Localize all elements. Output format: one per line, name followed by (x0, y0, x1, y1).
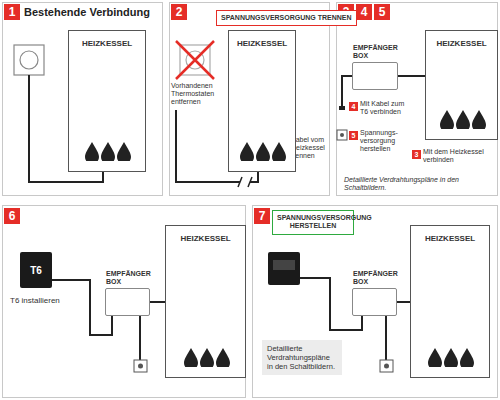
step-number: 1 (4, 4, 20, 20)
flame-icon (426, 345, 474, 367)
step-number: 4 (356, 4, 372, 20)
flame (184, 348, 198, 367)
flame (101, 142, 115, 161)
node-text: SPANNUNGSVERSORGUNG HERSTELLEN (277, 214, 349, 231)
flame (117, 142, 131, 161)
instruction-text: Vorhandenen Thermostaten entfernen (171, 82, 229, 106)
callout-number: 4 (349, 102, 358, 111)
flame (216, 348, 230, 367)
cable (398, 75, 425, 77)
panel (3, 3, 163, 196)
panel (337, 3, 498, 196)
boiler-box: HEIZKESSEL (228, 30, 296, 172)
node-text: HEIZKESSEL (69, 39, 145, 48)
flame-icon (83, 139, 131, 161)
step-number: 7 (254, 208, 270, 224)
node-text: EMPFÄNGER BOX (353, 270, 411, 286)
cable (397, 301, 410, 303)
thermostat-device (268, 252, 300, 285)
flame (200, 348, 214, 367)
panels (3, 3, 498, 398)
callout-text: Mit dem Heizkessel verbinden (423, 148, 491, 164)
node-text: HEIZKESSEL (411, 234, 489, 243)
flame (85, 142, 99, 161)
node-text: HEIZKESSEL (229, 39, 295, 48)
thermostat (14, 45, 44, 75)
boiler-box: HEIZKESSEL (410, 225, 490, 378)
callout-number: 5 (349, 131, 358, 140)
panel (170, 3, 330, 196)
flame (428, 348, 442, 367)
flame (272, 142, 286, 161)
node-text: HEIZKESSEL (166, 234, 245, 243)
flame (240, 142, 254, 161)
boiler-box: HEIZKESSEL (425, 30, 498, 140)
panel (253, 206, 498, 398)
boiler-box: HEIZKESSEL (68, 30, 146, 172)
outlet-hole (138, 364, 143, 369)
cut-mark (238, 177, 252, 187)
panel-title: Bestehende Verbindung (24, 6, 160, 19)
callout-text: Spannungs- versorgung herstellen (360, 129, 406, 153)
node-text: EMPFÄNGER BOX (353, 44, 411, 60)
flame-icon (238, 139, 286, 161)
device-screen (273, 260, 295, 270)
instruction-text: Kabel vom Heizkessel trennen (291, 136, 328, 160)
receiver-box: EMPFÄNGER BOX (352, 288, 397, 316)
cable-end (339, 106, 345, 110)
receiver-box: EMPFÄNGER BOX (352, 62, 398, 90)
flame (456, 110, 470, 129)
wire (139, 316, 141, 360)
flame (460, 348, 474, 367)
boiler-box: HEIZKESSEL (165, 225, 246, 378)
flame (472, 110, 486, 129)
remove-cross (176, 41, 214, 79)
cable (52, 280, 112, 335)
instruction-text: T6 installieren (10, 296, 74, 305)
flame (444, 348, 458, 367)
step-number: 2 (171, 4, 187, 20)
node-text: Detaillierte Verdrahtungspläne in den Sc… (267, 344, 337, 371)
outlet-hole (384, 364, 389, 369)
thermostat-dial (20, 51, 38, 69)
callout-number: 3 (412, 150, 421, 159)
flame-icon (438, 107, 486, 129)
callout-text: Mit Kabel zum T6 verbinden (360, 100, 406, 116)
flame-icon (182, 345, 230, 367)
warning-label: SPANNUNGSVERSORGUNG TRENNEN (216, 10, 357, 26)
note-box: Detaillierte Verdrahtungspläne in den Sc… (262, 340, 342, 375)
node-text: SPANNUNGSVERSORGUNG TRENNEN (221, 14, 352, 22)
power-outlet (337, 130, 347, 140)
t6-thermostat: T6 (20, 252, 52, 288)
node-text: T6 (30, 265, 42, 276)
power-label: SPANNUNGSVERSORGUNG HERSTELLEN (272, 210, 354, 235)
power-outlet (134, 360, 147, 372)
panel (3, 206, 246, 398)
flame (256, 142, 270, 161)
power-outlet (380, 360, 393, 372)
flame (440, 110, 454, 129)
step-number: 5 (374, 4, 390, 20)
wire (385, 316, 387, 360)
node-text: HEIZKESSEL (426, 39, 497, 48)
outlet-hole (340, 133, 344, 137)
receiver-box: EMPFÄNGER BOX (105, 288, 150, 316)
node-text: EMPFÄNGER BOX (106, 270, 164, 286)
step-number: 6 (4, 208, 20, 224)
note-text: Detaillierte Verdrahtungspläne in den Sc… (344, 176, 494, 192)
cable (150, 301, 165, 303)
